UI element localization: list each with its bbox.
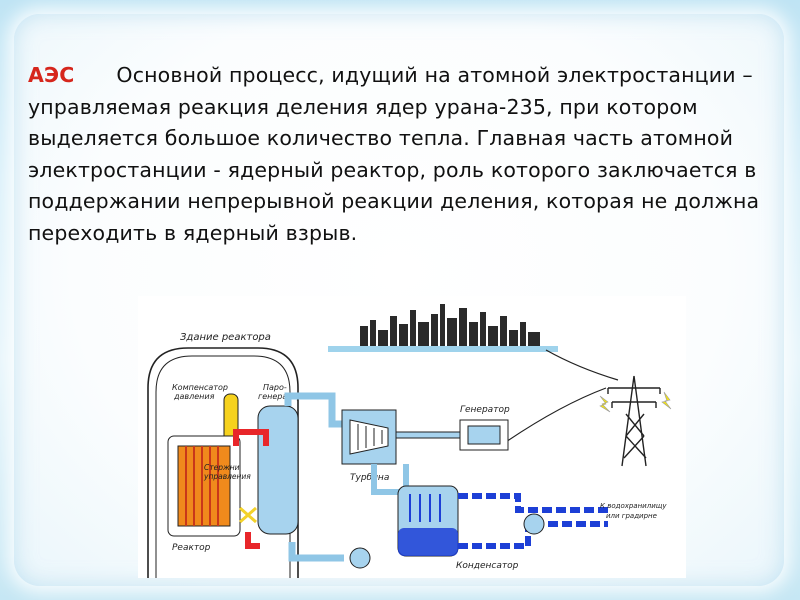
reactor-building-inner [155, 355, 291, 578]
reservoir-label-2: или градирне [606, 512, 657, 520]
generator-power-line [499, 387, 607, 447]
power-line [545, 349, 619, 381]
slide-body: Основной процесс, идущий на атомной элек… [28, 63, 760, 245]
generator [459, 419, 509, 451]
slide-abbreviation: АЭС [28, 63, 75, 87]
generator-label: Генератор [460, 405, 510, 415]
primary-loop [233, 429, 269, 549]
npp-diagram: Здание реактора Компенсатор давления Пар… [138, 296, 686, 578]
pressure-compensator-label-1: Компенсатор [172, 383, 228, 392]
cooling-loop [458, 493, 608, 549]
turbine-label: Турбина [350, 473, 389, 483]
condenser [371, 464, 459, 557]
skyline-ground [328, 346, 558, 352]
steam-line [284, 392, 344, 562]
reactor-core [177, 445, 231, 527]
turbine [341, 409, 397, 465]
turbine-shaft [395, 431, 461, 439]
reservoir-label-1: К водохранилищу [600, 502, 667, 510]
spark-icon [599, 391, 672, 413]
reactor-building-outline [147, 347, 299, 578]
primary-pump-icon [239, 506, 257, 524]
feedwater-pump-icon [349, 547, 371, 569]
pressure-compensator-label-2: давления [173, 392, 215, 401]
control-rods-label-1: Стержни [204, 463, 240, 472]
cooling-pump-icon [523, 513, 545, 535]
steam-generator [257, 405, 299, 535]
transmission-tower [607, 375, 661, 467]
steam-generator-label-1: Паро- [263, 383, 287, 392]
reactor-building-label: Здание реактора [180, 332, 271, 343]
reactor-label: Реактор [172, 543, 211, 553]
steam-generator-label-2: генератор [258, 392, 302, 401]
city-skyline [360, 304, 540, 348]
condenser-label: Конденсатор [456, 561, 519, 571]
control-rods-label-2: управления [203, 472, 251, 481]
